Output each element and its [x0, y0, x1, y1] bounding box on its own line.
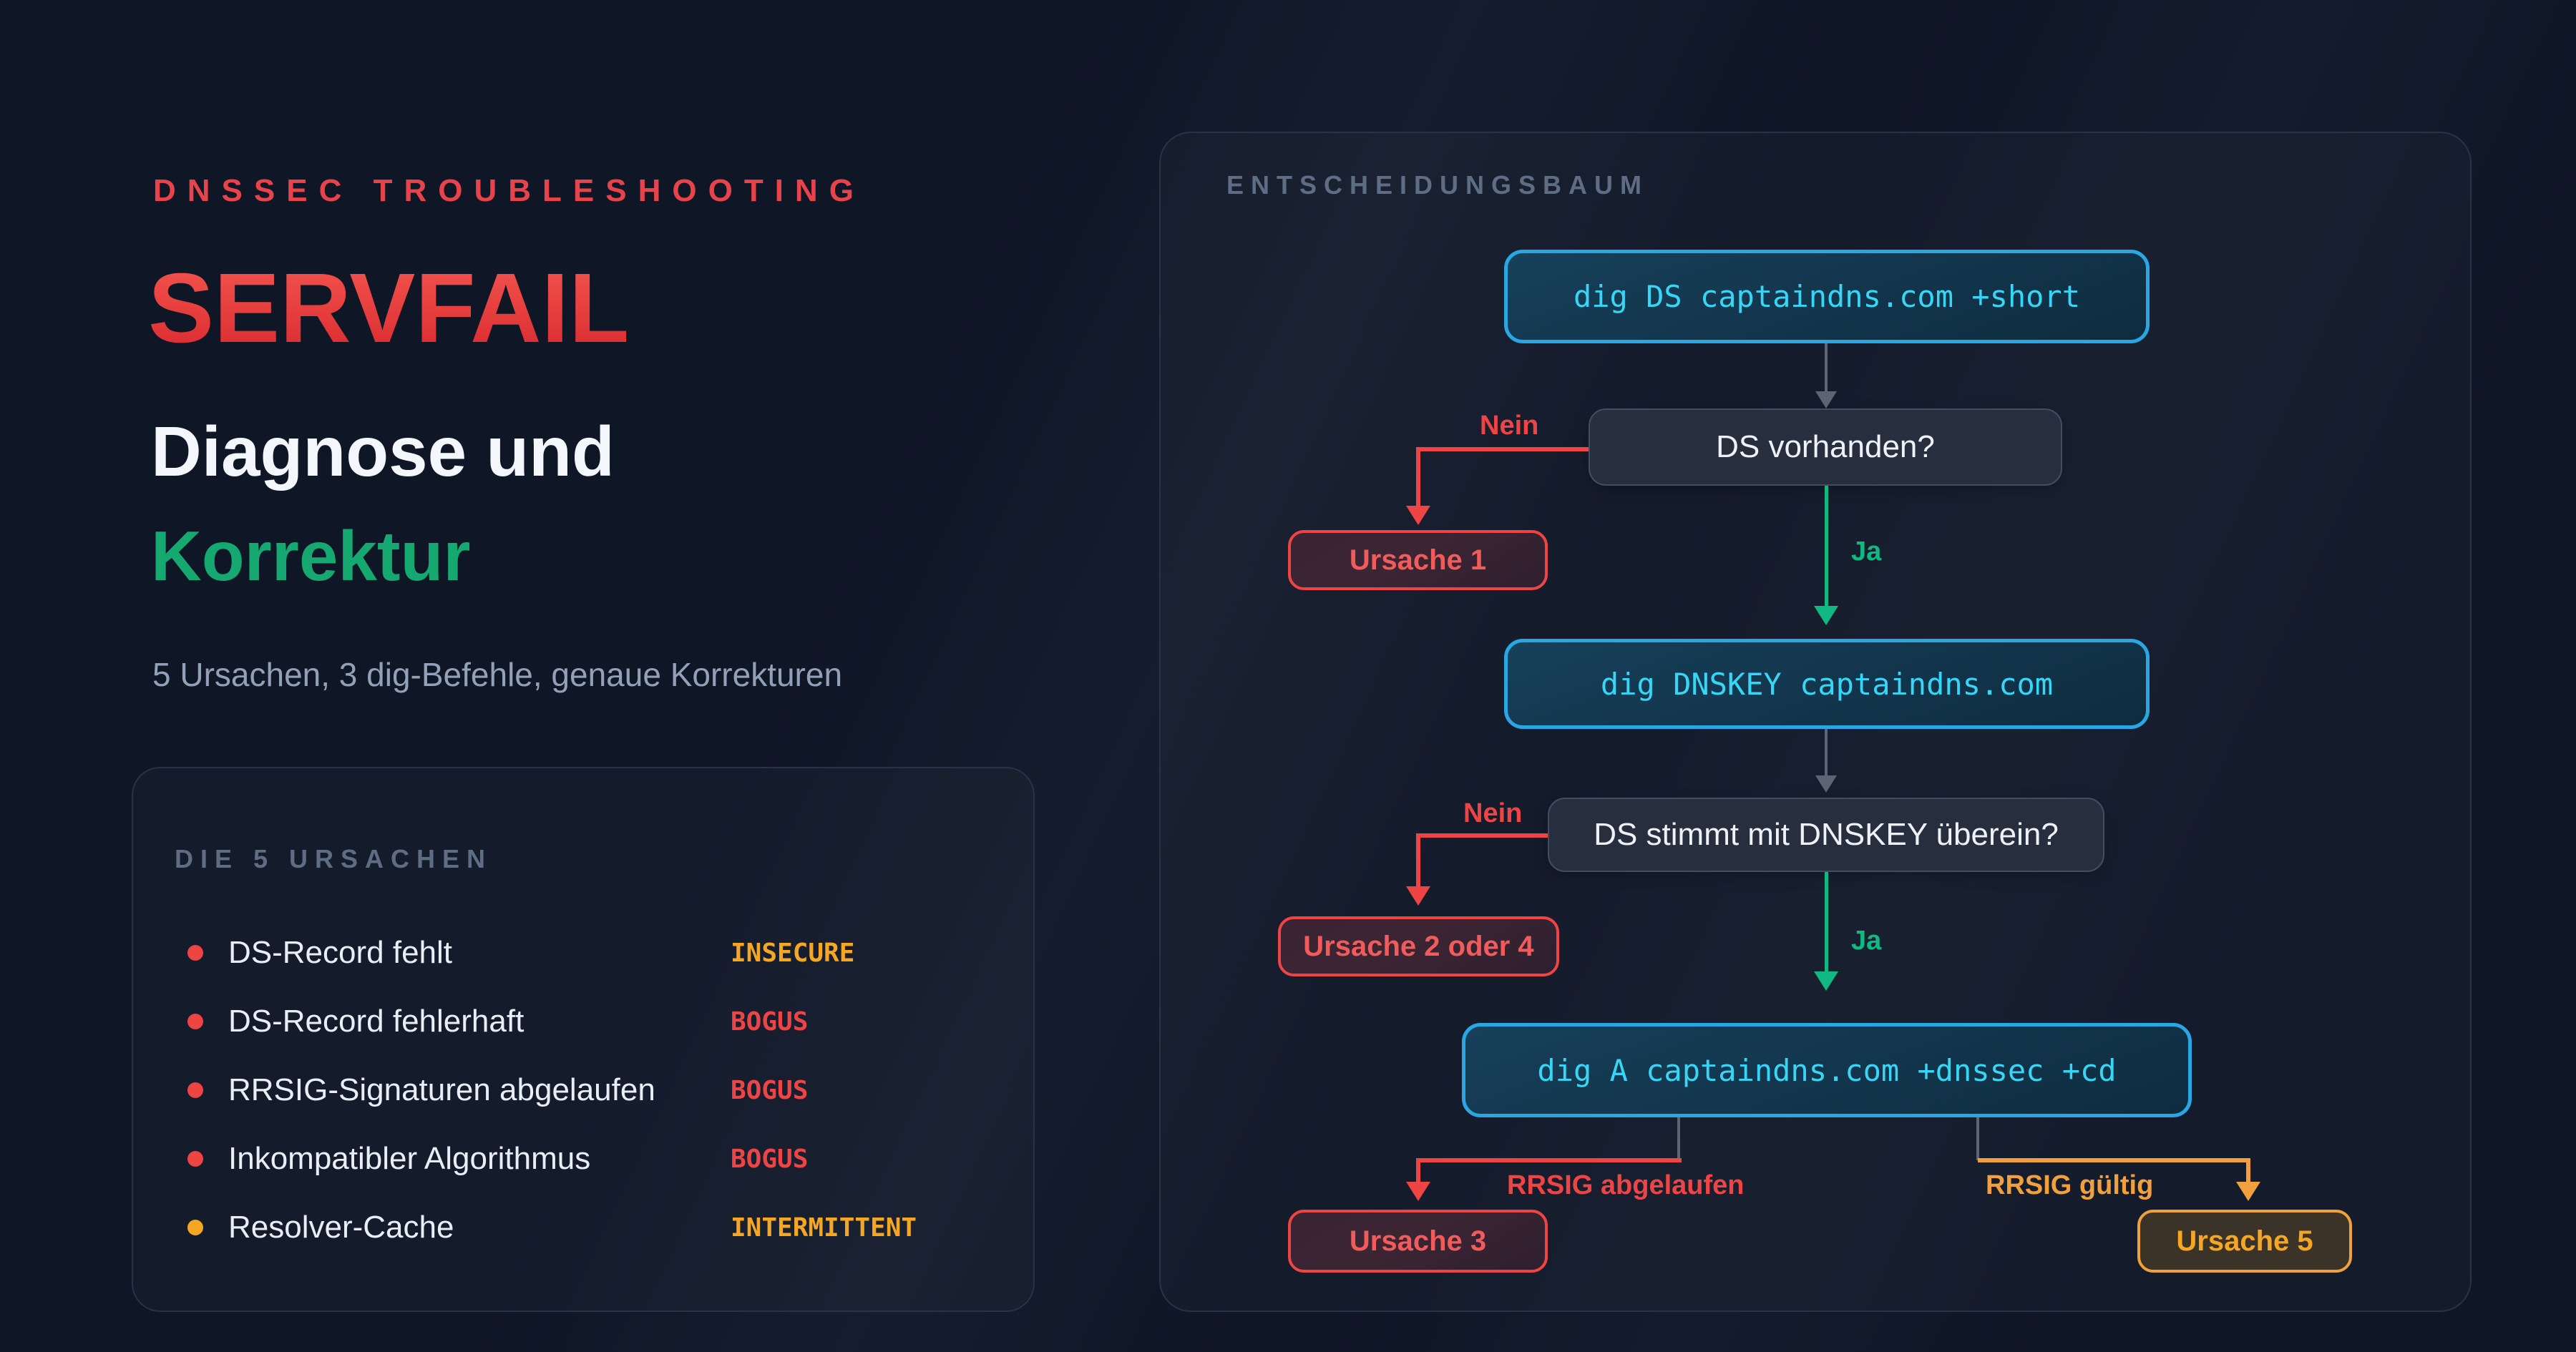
- node-command-dig-a-dnssec: dig A captaindns.com +dnssec +cd: [1462, 1023, 2192, 1117]
- node-command-dig-ds: dig DS captaindns.com +short: [1504, 250, 2150, 343]
- cause-row-2: DS-Record fehlerhaft BOGUS: [175, 999, 990, 1044]
- cause-label: DS-Record fehlt: [228, 935, 453, 970]
- cause-row-5: Resolver-Cache INTERMITTENT: [175, 1205, 990, 1250]
- arrow-down-head: [1406, 506, 1430, 525]
- causes-card: DIE 5 URSACHEN DS-Record fehlt INSECURE …: [132, 767, 1035, 1312]
- question-text: DS stimmt mit DNSKEY überein?: [1594, 817, 2059, 852]
- edge-label-nein-1: Nein: [1480, 411, 1539, 441]
- cause-label: Resolver-Cache: [228, 1210, 454, 1245]
- decision-tree-panel: ENTSCHEIDUNGSBAUM dig DS captaindns.com …: [1159, 132, 2472, 1312]
- hero-subtitle-line1: Diagnose und: [151, 412, 615, 491]
- connector-line: [1416, 1158, 1420, 1182]
- arrow-down-head: [1814, 971, 1838, 991]
- hero-tagline: 5 Ursachen, 3 dig-Befehle, genaue Korrek…: [152, 656, 843, 693]
- edge-label-rrsig-gueltig: RRSIG gültig: [1986, 1170, 2154, 1200]
- hero-title: SERVFAIL: [148, 253, 630, 363]
- hero-subtitle-line2: Korrektur: [151, 516, 471, 595]
- question-text: DS vorhanden?: [1716, 429, 1935, 464]
- node-question-ds-vorhanden: DS vorhanden?: [1589, 408, 2062, 486]
- node-outcome-ursache-3: Ursache 3: [1288, 1210, 1548, 1273]
- arrow-down-head: [1815, 391, 1837, 408]
- arrow-down-head: [2236, 1182, 2260, 1201]
- cause-bullet-dot: [187, 945, 203, 961]
- cause-row-4: Inkompatibler Algorithmus BOGUS: [175, 1136, 990, 1182]
- connector-line: [1978, 1158, 2250, 1162]
- connector-line: [1677, 1117, 1680, 1160]
- connector-line: [1416, 1158, 1682, 1162]
- cause-bullet-dot: [187, 1014, 203, 1029]
- connector-line: [2246, 1158, 2250, 1182]
- cause-row-1: DS-Record fehlt INSECURE: [175, 930, 990, 976]
- cause-label: Inkompatibler Algorithmus: [228, 1141, 591, 1176]
- cause-status-badge: BOGUS: [731, 1075, 809, 1105]
- connector-line: [1976, 1117, 1979, 1160]
- outcome-text: Ursache 2 oder 4: [1303, 930, 1534, 962]
- outcome-text: Ursache 1: [1349, 544, 1487, 576]
- cause-status-badge: INTERMITTENT: [731, 1213, 917, 1243]
- cause-label: RRSIG-Signaturen abgelaufen: [228, 1072, 655, 1107]
- edge-label-rrsig-abgelaufen: RRSIG abgelaufen: [1507, 1170, 1745, 1200]
- connector-line: [1416, 833, 1420, 888]
- node-command-dig-dnskey: dig DNSKEY captaindns.com: [1504, 639, 2150, 729]
- cause-status-badge: INSECURE: [731, 938, 855, 968]
- edge-label-ja-2: Ja: [1851, 926, 1882, 956]
- cause-status-badge: BOGUS: [731, 1006, 809, 1037]
- node-outcome-ursache-1: Ursache 1: [1288, 530, 1548, 590]
- connector-line: [1418, 447, 1589, 451]
- command-text: dig A captaindns.com +dnssec +cd: [1537, 1052, 2117, 1088]
- cause-status-badge: BOGUS: [731, 1144, 809, 1174]
- connector-line: [1825, 729, 1828, 775]
- command-text: dig DNSKEY captaindns.com: [1600, 666, 2054, 702]
- cause-bullet-dot: [187, 1151, 203, 1167]
- cause-label: DS-Record fehlerhaft: [228, 1004, 525, 1039]
- node-outcome-ursache-2-4: Ursache 2 oder 4: [1278, 916, 1559, 976]
- connector-line: [1825, 872, 1828, 971]
- arrow-down-head: [1814, 606, 1838, 625]
- arrow-down-head: [1815, 775, 1837, 793]
- command-text: dig DS captaindns.com +short: [1573, 279, 2080, 314]
- arrow-down-head: [1406, 1182, 1430, 1201]
- node-question-ds-dnskey-match: DS stimmt mit DNSKEY überein?: [1548, 798, 2104, 872]
- arrow-down-head: [1406, 886, 1430, 906]
- decision-tree-header: ENTSCHEIDUNGSBAUM: [1226, 170, 1649, 200]
- cause-bullet-dot: [187, 1220, 203, 1235]
- causes-card-header: DIE 5 URSACHEN: [175, 844, 493, 873]
- connector-line: [1825, 486, 1828, 606]
- hero-kicker: DNSSEC TROUBLESHOOTING: [153, 173, 865, 208]
- node-outcome-ursache-5: Ursache 5: [2137, 1210, 2352, 1273]
- connector-line: [1418, 833, 1548, 838]
- edge-label-nein-2: Nein: [1463, 798, 1523, 828]
- connector-line: [1416, 447, 1420, 507]
- connector-line: [1825, 343, 1828, 391]
- cause-row-3: RRSIG-Signaturen abgelaufen BOGUS: [175, 1067, 990, 1113]
- cause-bullet-dot: [187, 1082, 203, 1098]
- edge-label-ja-1: Ja: [1851, 537, 1882, 567]
- outcome-text: Ursache 5: [2176, 1225, 2313, 1257]
- outcome-text: Ursache 3: [1349, 1225, 1487, 1257]
